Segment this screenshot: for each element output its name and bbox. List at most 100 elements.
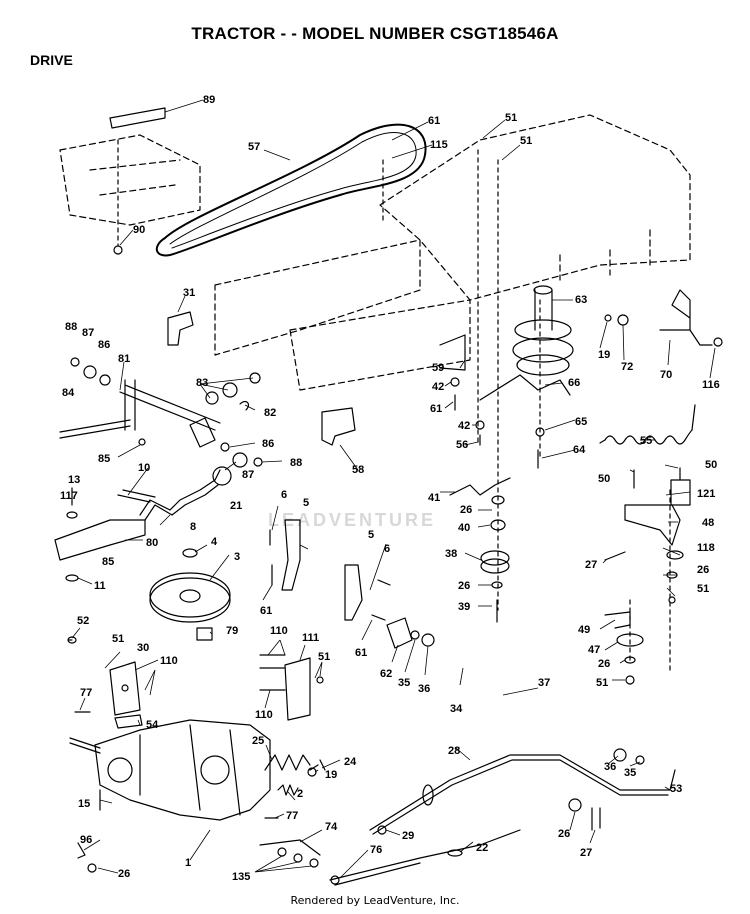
callout-51: 51 xyxy=(697,583,709,595)
callout-87: 87 xyxy=(82,327,94,339)
callout-61: 61 xyxy=(430,403,442,415)
callout-52: 52 xyxy=(77,615,89,627)
callout-1: 1 xyxy=(185,857,191,869)
callout-37: 37 xyxy=(538,677,550,689)
callout-82: 82 xyxy=(264,407,276,419)
part-31-bracket xyxy=(167,311,194,346)
callout-22: 22 xyxy=(476,842,488,854)
callout-85: 85 xyxy=(98,453,110,465)
callout-5: 5 xyxy=(368,529,374,541)
part-41-rod xyxy=(449,477,511,496)
callout-15: 15 xyxy=(78,798,90,810)
part-121-spacer xyxy=(670,479,691,506)
part-58-bracket xyxy=(321,407,356,446)
callout-83: 83 xyxy=(196,377,208,389)
callout-26: 26 xyxy=(458,580,470,592)
callout-59: 59 xyxy=(432,362,444,374)
callout-27: 27 xyxy=(580,847,592,859)
callout-53: 53 xyxy=(670,783,682,795)
callout-26: 26 xyxy=(460,504,472,516)
callout-85: 85 xyxy=(102,556,114,568)
part-5-bracket-mid xyxy=(344,564,363,621)
callout-11: 11 xyxy=(94,580,106,592)
callout-135: 135 xyxy=(232,871,250,883)
drive-belt xyxy=(155,123,427,257)
callout-50: 50 xyxy=(598,473,610,485)
callout-21: 21 xyxy=(230,500,242,512)
callout-36: 36 xyxy=(604,761,616,773)
callout-6: 6 xyxy=(384,543,390,555)
callout-47: 47 xyxy=(588,644,600,656)
transaxle xyxy=(69,719,271,821)
callout-42: 42 xyxy=(458,420,470,432)
callout-76: 76 xyxy=(370,844,382,856)
callout-49: 49 xyxy=(578,624,590,636)
callout-90: 90 xyxy=(133,224,145,236)
part-48-bracket xyxy=(624,504,681,546)
part-111-bracket xyxy=(284,657,311,721)
callout-74: 74 xyxy=(325,821,338,833)
callout-51: 51 xyxy=(596,677,608,689)
callout-111: 111 xyxy=(302,632,319,644)
part-66-rod xyxy=(479,374,571,401)
part-81-shaft xyxy=(119,384,221,431)
callout-84: 84 xyxy=(62,387,75,399)
callout-54: 54 xyxy=(146,719,159,731)
callout-77: 77 xyxy=(80,687,92,699)
callout-61: 61 xyxy=(428,115,440,127)
callout-86: 86 xyxy=(262,438,274,450)
callout-77: 77 xyxy=(286,810,298,822)
callout-51: 51 xyxy=(112,633,124,645)
callout-80: 80 xyxy=(146,537,158,549)
callout-36: 36 xyxy=(418,683,430,695)
part-84-rod xyxy=(59,419,131,439)
callout-79: 79 xyxy=(226,625,238,637)
callout-29: 29 xyxy=(402,830,414,842)
callout-19: 19 xyxy=(598,349,610,361)
callout-110: 110 xyxy=(270,625,288,637)
callout-50: 50 xyxy=(705,459,717,471)
part-80-bracket xyxy=(54,519,146,561)
callout-55: 55 xyxy=(640,435,652,447)
callout-10: 10 xyxy=(138,462,150,474)
callout-51: 51 xyxy=(520,135,532,147)
callout-5: 5 xyxy=(303,497,309,509)
callout-86: 86 xyxy=(98,339,110,351)
pulley-38 xyxy=(480,550,510,574)
callout-34: 34 xyxy=(450,703,463,715)
callout-28: 28 xyxy=(448,745,460,757)
callout-96: 96 xyxy=(80,834,92,846)
callout-51: 51 xyxy=(505,112,517,124)
callout-35: 35 xyxy=(624,767,636,779)
callout-42: 42 xyxy=(432,381,444,393)
spring-25 xyxy=(264,754,311,771)
callout-115: 115 xyxy=(430,139,448,151)
callout-121: 121 xyxy=(697,488,715,500)
page-title: TRACTOR - - MODEL NUMBER CSGT18546A xyxy=(191,24,559,43)
section-heading: DRIVE xyxy=(30,52,73,68)
callout-118: 118 xyxy=(697,542,715,554)
part-5-bracket-left xyxy=(281,519,301,591)
callout-41: 41 xyxy=(428,492,440,504)
nut-90 xyxy=(113,245,123,255)
callout-66: 66 xyxy=(568,377,580,389)
callout-3: 3 xyxy=(234,551,240,563)
part-89-plate xyxy=(109,107,166,129)
watermark-text: LEADVENTURE xyxy=(268,510,437,530)
callout-88: 88 xyxy=(290,457,302,469)
callout-8: 8 xyxy=(190,521,196,533)
callout-56: 56 xyxy=(456,439,468,451)
part-62-spacer xyxy=(386,617,413,649)
callout-40: 40 xyxy=(458,522,470,534)
frame-outline xyxy=(59,114,691,391)
callout-65: 65 xyxy=(575,416,587,428)
callout-58: 58 xyxy=(352,464,364,476)
callout-64: 64 xyxy=(573,444,586,456)
callout-26: 26 xyxy=(118,868,130,880)
callout-30: 30 xyxy=(137,642,149,654)
callout-116: 116 xyxy=(702,379,720,391)
callout-63: 63 xyxy=(575,294,587,306)
rod-22 xyxy=(329,829,521,886)
callout-6: 6 xyxy=(281,489,287,501)
